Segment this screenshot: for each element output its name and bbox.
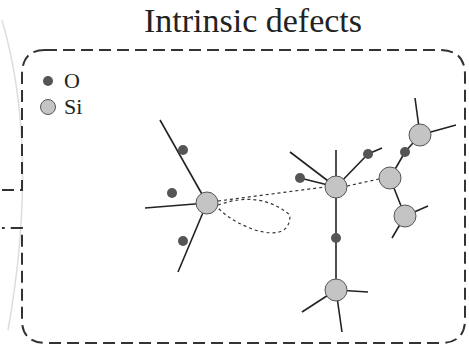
- legend-entry: O: [38, 68, 82, 94]
- atoms: [167, 124, 431, 301]
- legend-swatch-box: [38, 97, 58, 117]
- legend-swatch-box: [38, 71, 58, 91]
- legend-swatch: [41, 100, 56, 115]
- bonds: [145, 98, 456, 332]
- legend: O Si: [38, 68, 82, 120]
- figure-title: Intrinsic defects: [40, 2, 466, 40]
- legend-swatch: [43, 76, 53, 86]
- legend-entry: Si: [38, 94, 82, 120]
- dashed-callout: [2, 50, 465, 343]
- legend-label: O: [64, 70, 80, 92]
- legend-label: Si: [64, 96, 82, 118]
- background-arc: [2, 20, 23, 330]
- defect-bonds: [218, 179, 379, 233]
